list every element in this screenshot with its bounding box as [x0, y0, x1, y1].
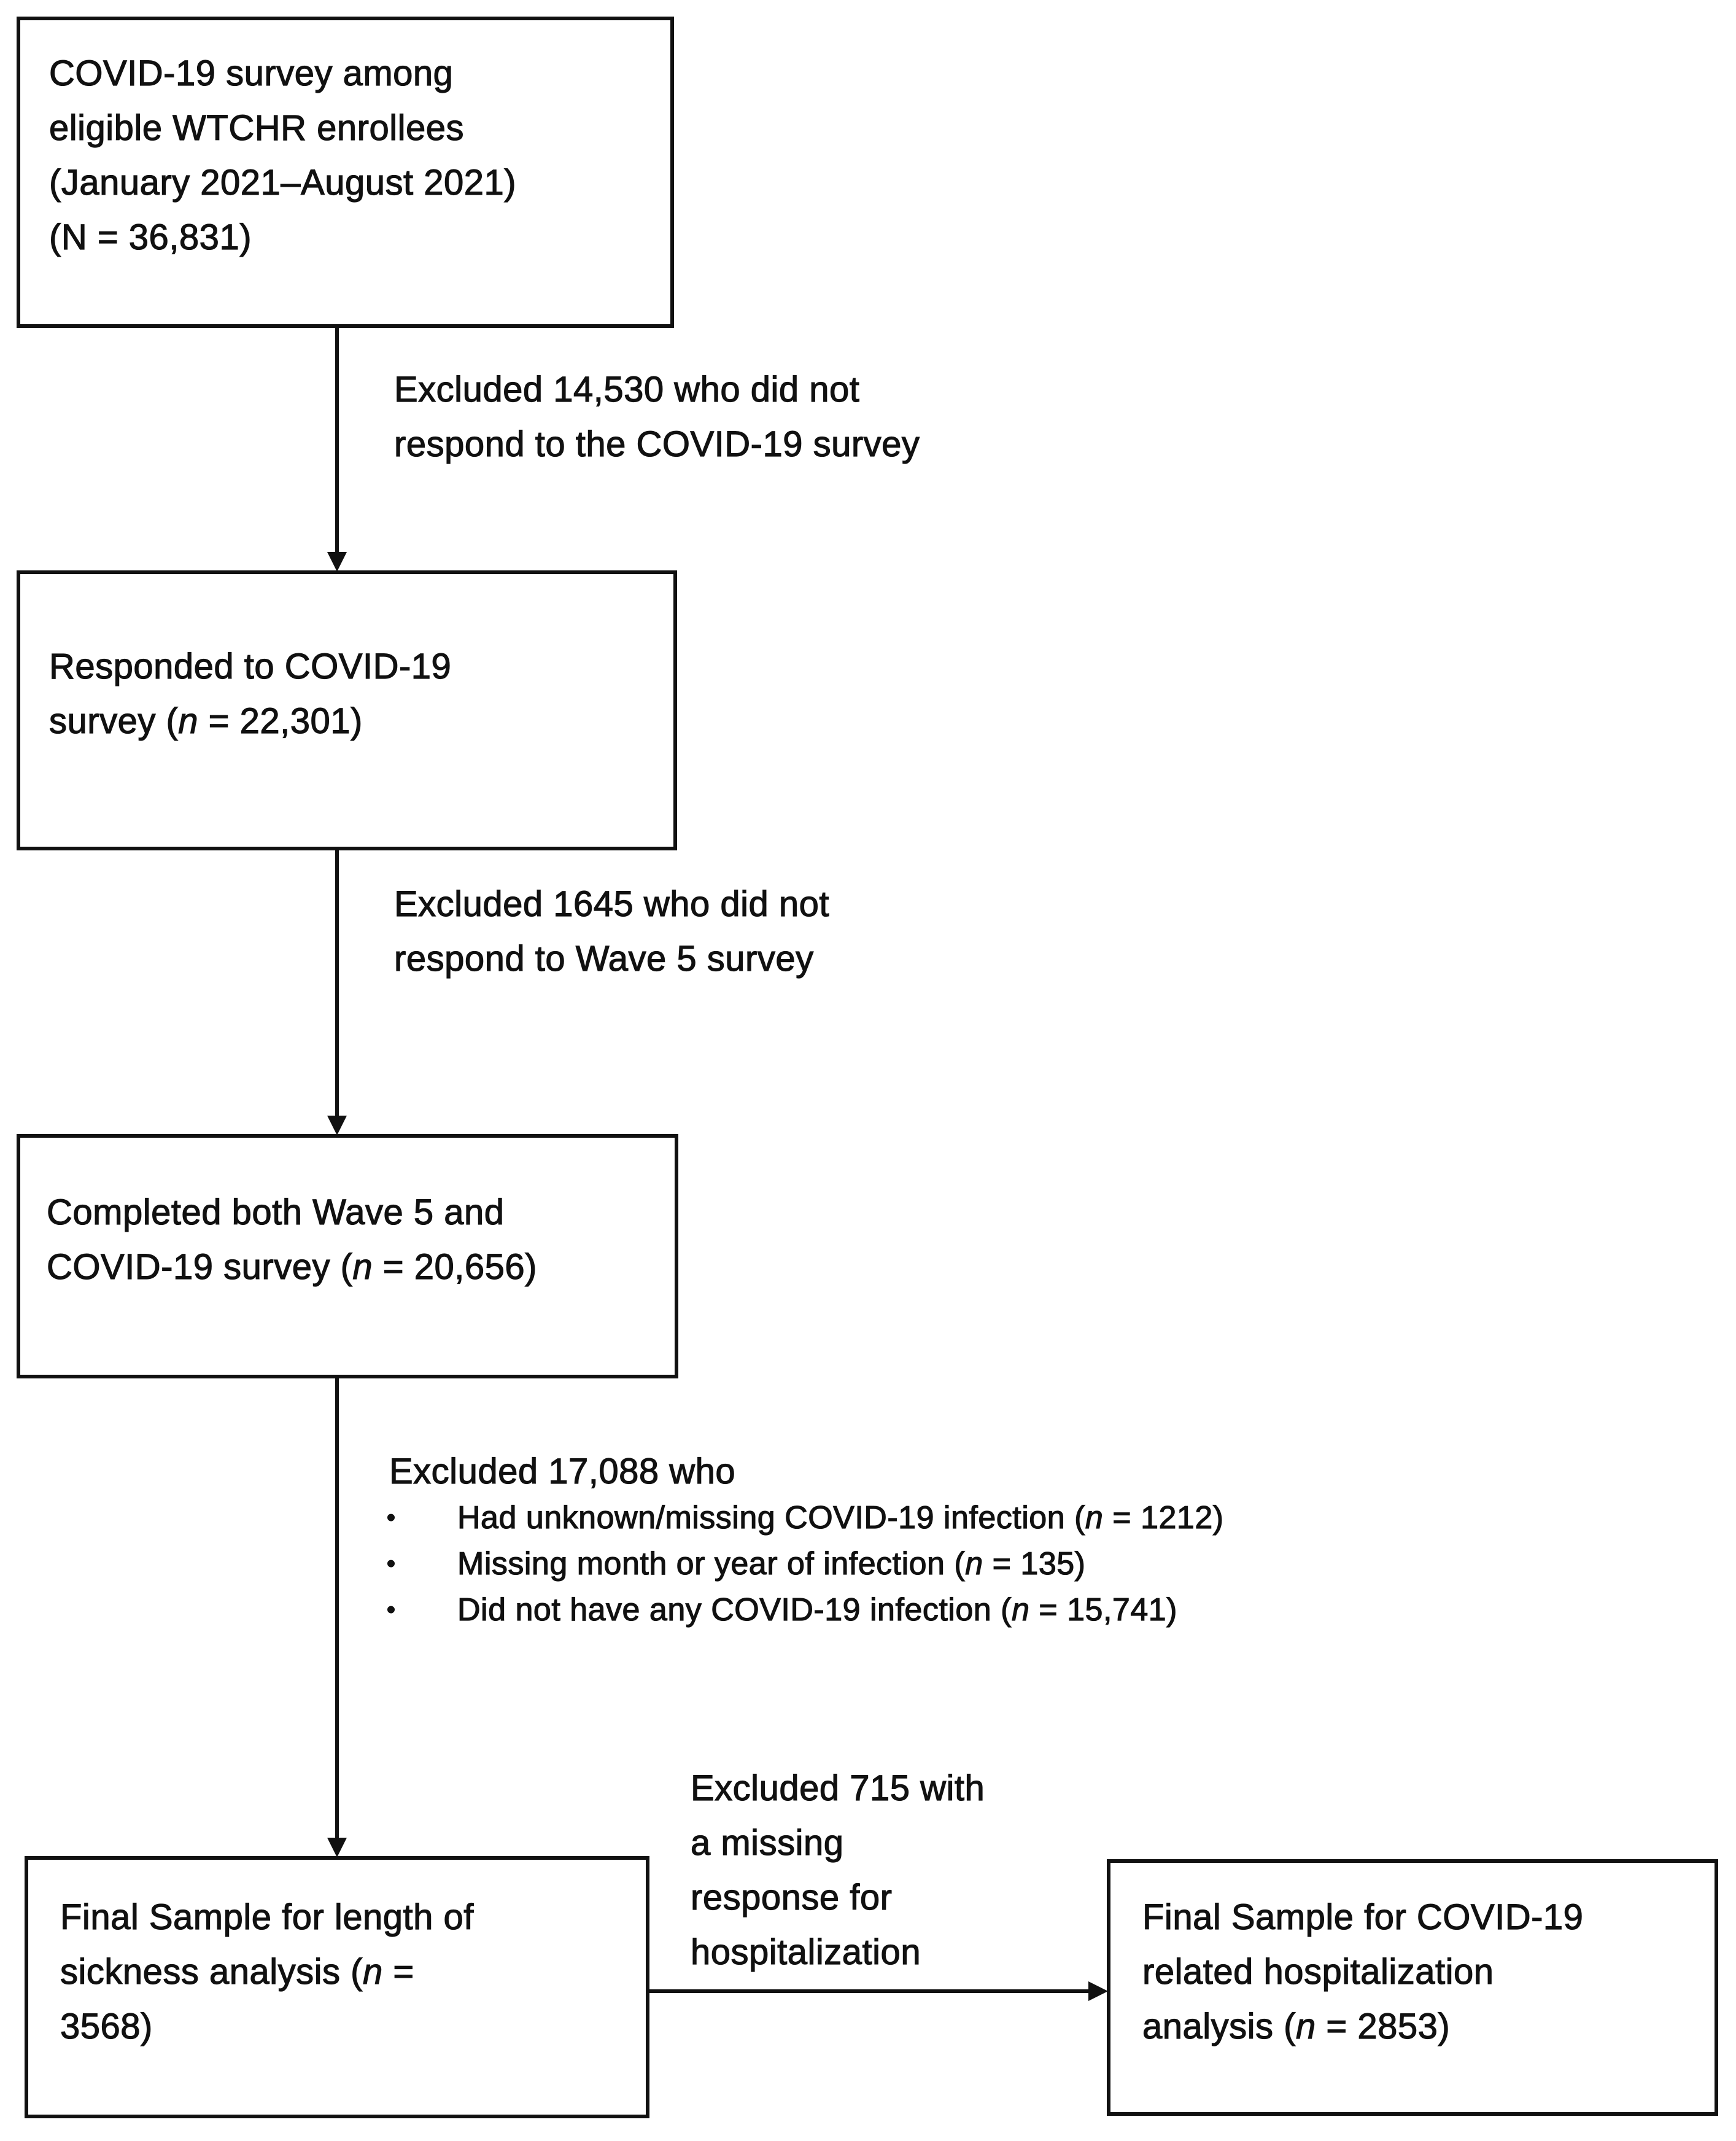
text-line: (N = 36,831) — [48, 217, 252, 257]
box-covid-survey-text: COVID-19 survey among eligible WTCHR enr… — [48, 46, 517, 265]
arrow-3-head — [327, 1838, 347, 1857]
text: Did not have any COVID-19 infection ( — [457, 1591, 1012, 1628]
text: = 2853) — [1316, 2006, 1451, 2046]
text: = 15,741) — [1029, 1591, 1177, 1628]
text-line: Missing month or year of infection (n = … — [457, 1541, 1224, 1587]
box-completed-text: Completed both Wave 5 and COVID-19 surve… — [46, 1185, 537, 1294]
exclusion-3-title: Excluded 17,088 who — [389, 1451, 736, 1491]
text-line: Excluded 14,530 who did not — [393, 369, 860, 410]
box-completed — [17, 1134, 678, 1378]
text-line: a missing — [690, 1822, 844, 1863]
box-final-hospitalization-text: Final Sample for COVID-19 related hospit… — [1142, 1890, 1583, 2054]
text-line: sickness analysis (n = — [60, 1945, 474, 1999]
box-responded — [17, 570, 677, 850]
text-line: respond to Wave 5 survey — [393, 938, 814, 979]
arrow-1-head — [327, 552, 347, 572]
text: = 20,656) — [373, 1246, 537, 1287]
arrow-4 — [649, 1989, 1091, 1993]
text: survey ( — [48, 701, 179, 741]
bullet-icon: • — [386, 1596, 396, 1623]
box-covid-survey — [17, 17, 674, 328]
text: n — [178, 701, 199, 741]
text-line: eligible WTCHR enrollees — [48, 107, 464, 148]
text: = 1212) — [1103, 1499, 1224, 1536]
text-line: Excluded 1645 who did not — [393, 884, 830, 924]
text: = — [382, 1951, 414, 1992]
text-line: Final Sample for length of — [60, 1897, 474, 1937]
text: n — [1011, 1591, 1030, 1628]
exclusion-2: Excluded 1645 who did not respond to Wav… — [393, 877, 830, 986]
text-line: Responded to COVID-19 — [48, 646, 452, 686]
box-final-sickness-text: Final Sample for length of sickness anal… — [60, 1890, 474, 2054]
text-line: response for — [690, 1877, 893, 1918]
exclusion-1: Excluded 14,530 who did not respond to t… — [393, 362, 920, 472]
text: = 135) — [983, 1545, 1086, 1582]
text-line: Did not have any COVID-19 infection (n =… — [457, 1587, 1224, 1633]
arrow-2 — [335, 850, 339, 1119]
text: n — [965, 1545, 983, 1582]
text: Had unknown/missing COVID-19 infection ( — [457, 1499, 1085, 1536]
text-line: analysis (n = 2853) — [1142, 1999, 1583, 2054]
text: sickness analysis ( — [60, 1951, 363, 1992]
text-line: Had unknown/missing COVID-19 infection (… — [457, 1495, 1224, 1541]
arrow-3 — [335, 1378, 339, 1841]
text-line: Completed both Wave 5 and — [46, 1192, 505, 1232]
text-line: 3568) — [60, 2006, 153, 2046]
text-line: respond to the COVID-19 survey — [393, 424, 920, 464]
text: n — [1295, 2006, 1316, 2046]
text-line: related hospitalization — [1142, 1951, 1494, 1992]
bullet-icon: • — [386, 1504, 396, 1531]
box-responded-text: Responded to COVID-19 survey (n = 22,301… — [48, 639, 452, 748]
text: analysis ( — [1142, 2006, 1296, 2046]
text: COVID-19 survey ( — [46, 1246, 353, 1287]
box-final-sickness — [25, 1856, 649, 2118]
text: Missing month or year of infection ( — [457, 1545, 966, 1582]
arrow-4-head — [1088, 1981, 1108, 2001]
box-final-hospitalization — [1107, 1859, 1718, 2116]
text-line: COVID-19 survey among — [48, 53, 454, 93]
text-line: Excluded 715 with — [690, 1768, 985, 1808]
text: = 22,301) — [198, 701, 363, 741]
arrow-1 — [335, 328, 339, 555]
exclusion-3-bullets: • Had unknown/missing COVID-19 infection… — [386, 1495, 1224, 1633]
text-line: Final Sample for COVID-19 — [1142, 1897, 1584, 1937]
text: n — [1085, 1499, 1104, 1536]
text: n — [362, 1951, 383, 1992]
exclusion-4: Excluded 715 with a missing response for… — [690, 1761, 985, 1980]
text-line: (January 2021–August 2021) — [48, 162, 517, 203]
text-line: hospitalization — [690, 1932, 921, 1972]
bullet-icon: • — [386, 1550, 396, 1577]
text: n — [352, 1246, 373, 1287]
text-line: survey (n = 22,301) — [48, 694, 451, 748]
text-line: COVID-19 survey (n = 20,656) — [46, 1240, 537, 1294]
arrow-2-head — [327, 1116, 347, 1135]
